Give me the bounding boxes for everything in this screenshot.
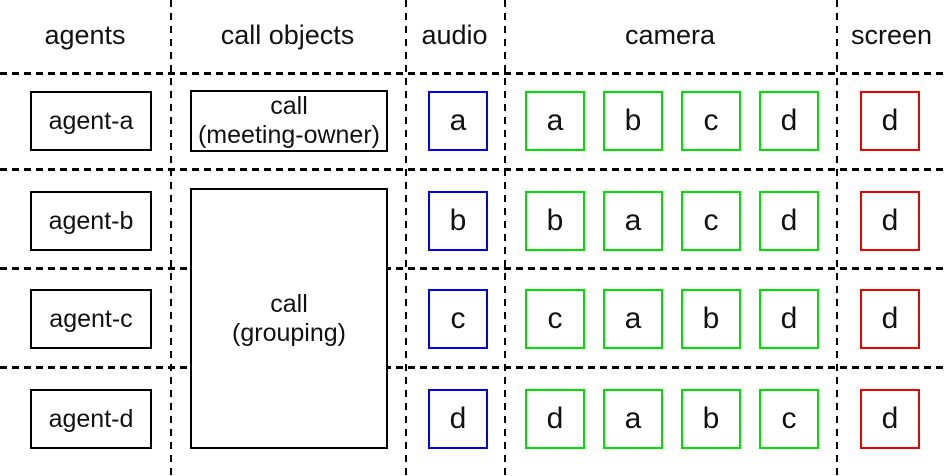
- camera-box-agent-c-slot-1: c: [525, 289, 585, 349]
- audio-box-agent-c: c: [428, 289, 488, 349]
- camera-letter: a: [624, 204, 642, 237]
- screen-letter: d: [881, 104, 899, 137]
- camera-box-agent-b-slot-3: c: [681, 191, 741, 251]
- column-header-screen: screen: [850, 19, 933, 50]
- audio-letter: c: [450, 302, 466, 335]
- camera-letter: b: [624, 104, 642, 137]
- column-header-camera: camera: [624, 19, 716, 50]
- screen-box-agent-d: d: [860, 389, 920, 449]
- column-divider-audio-camera: [504, 0, 506, 476]
- camera-letter: d: [780, 302, 798, 335]
- camera-letter: d: [780, 104, 798, 137]
- call-grouping-label-line2: (grouping): [232, 318, 346, 347]
- screen-letter: d: [881, 402, 899, 435]
- camera-letter: c: [547, 302, 563, 335]
- camera-letter: b: [702, 302, 720, 335]
- camera-letter: d: [780, 204, 798, 237]
- agent-b-box: agent-b: [30, 191, 152, 251]
- camera-box-agent-d-slot-4: c: [759, 389, 819, 449]
- camera-box-agent-b-slot-4: d: [759, 191, 819, 251]
- screen-box-agent-a: d: [860, 91, 920, 151]
- screen-box-agent-b: d: [860, 191, 920, 251]
- camera-letter: a: [546, 104, 564, 137]
- column-header-call-objects: call objects: [220, 19, 355, 50]
- audio-box-agent-a: a: [428, 91, 488, 151]
- audio-letter: d: [449, 402, 467, 435]
- call-grouping-label-line1: call: [270, 289, 308, 318]
- camera-box-agent-c-slot-2: a: [603, 289, 663, 349]
- camera-box-agent-d-slot-1: d: [525, 389, 585, 449]
- row-divider-a-b: [0, 168, 947, 171]
- column-header-audio: audio: [421, 19, 488, 50]
- camera-box-agent-b-slot-1: b: [525, 191, 585, 251]
- audio-box-agent-d: d: [428, 389, 488, 449]
- row-divider-c-d: [0, 366, 947, 369]
- camera-box-agent-a-slot-1: a: [525, 91, 585, 151]
- audio-box-agent-b: b: [428, 191, 488, 251]
- camera-letter: c: [703, 204, 719, 237]
- call-meeting-owner-label-line1: call: [270, 92, 308, 120]
- camera-box-agent-d-slot-2: a: [603, 389, 663, 449]
- call-meeting-owner-label-line2: (meeting-owner): [197, 121, 380, 149]
- call-grouping-box: call (grouping): [190, 188, 388, 449]
- row-divider-header: [0, 72, 947, 75]
- camera-box-agent-a-slot-4: d: [759, 91, 819, 151]
- camera-letter: a: [624, 302, 642, 335]
- audio-letter: a: [449, 104, 467, 137]
- camera-box-agent-c-slot-3: b: [681, 289, 741, 349]
- camera-letter: b: [546, 204, 564, 237]
- column-divider-agents-callobjects: [170, 0, 172, 476]
- agent-c-box: agent-c: [30, 289, 152, 349]
- camera-box-agent-a-slot-2: b: [603, 91, 663, 151]
- agent-d-box: agent-d: [30, 389, 152, 449]
- column-divider-camera-screen: [836, 0, 838, 476]
- call-meeting-owner-box: call (meeting-owner): [190, 90, 388, 152]
- agent-a-box: agent-a: [30, 91, 152, 151]
- row-divider-b-c: [0, 267, 947, 270]
- camera-letter: d: [546, 402, 564, 435]
- camera-letter: a: [624, 402, 642, 435]
- camera-letter: b: [702, 402, 720, 435]
- column-header-agents: agents: [44, 19, 126, 50]
- screen-box-agent-c: d: [860, 289, 920, 349]
- camera-box-agent-d-slot-3: b: [681, 389, 741, 449]
- camera-box-agent-a-slot-3: c: [681, 91, 741, 151]
- camera-letter: c: [781, 402, 797, 435]
- audio-letter: b: [449, 204, 467, 237]
- camera-letter: c: [703, 104, 719, 137]
- camera-box-agent-c-slot-4: d: [759, 289, 819, 349]
- screen-letter: d: [881, 302, 899, 335]
- screen-letter: d: [881, 204, 899, 237]
- column-divider-callobjects-audio: [405, 0, 407, 476]
- camera-box-agent-b-slot-2: a: [603, 191, 663, 251]
